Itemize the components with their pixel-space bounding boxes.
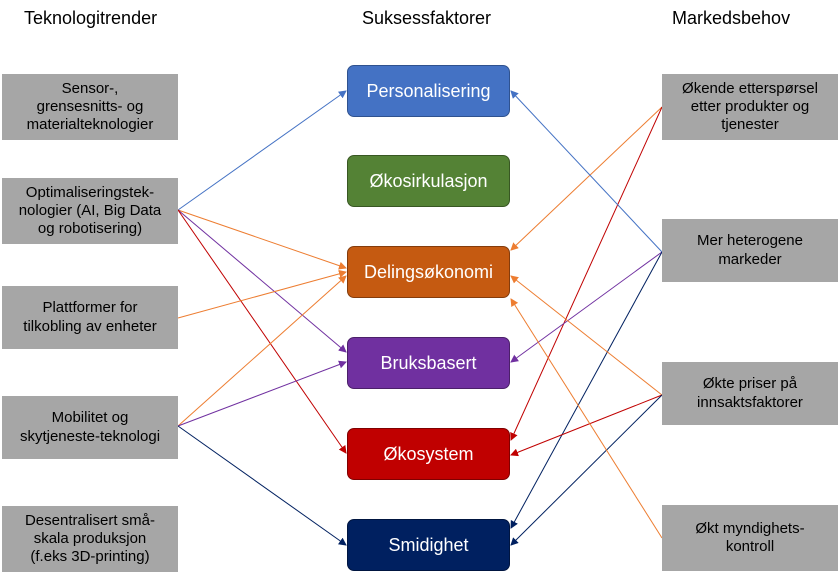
factor-personalisering: Personalisering (347, 65, 510, 117)
factor-delingsokonomi: Delingsøkonomi (347, 246, 510, 298)
need-label: Økte priser på innsaktsfaktorer (697, 375, 803, 411)
factor-label: Personalisering (366, 80, 491, 101)
arrow-optimalisering-okosystem (177, 209, 347, 454)
need-label: Økende etterspørsel etter produkter og t… (682, 79, 818, 134)
trend-label: Optimaliseringstek- nologier (AI, Big Da… (18, 183, 162, 238)
factor-okosirkulasjon: Økosirkulasjon (347, 155, 510, 207)
success-factors-title: Suksessfaktorer (362, 8, 492, 28)
need-increasing-demand: Økende etterspørsel etter produkter og t… (662, 74, 838, 140)
trend-device-platforms: Plattformer for tilkobling av enheter (2, 286, 178, 349)
arrow-priser-delingsokonomi (510, 275, 663, 396)
trend-label: Sensor-, grensesnitts- og materialteknol… (26, 79, 154, 134)
factor-label: Økosirkulasjon (369, 170, 488, 191)
need-label: Mer heterogene markeder (697, 232, 803, 268)
arrow-etterspørsel-delingsokonomi (510, 106, 663, 251)
market-needs-title: Markedsbehov (672, 8, 791, 28)
arrow-priser-smidighet (510, 394, 663, 546)
trend-sensor-technologies: Sensor-, grensesnitts- og materialteknol… (2, 74, 178, 140)
factor-label: Bruksbasert (380, 352, 477, 373)
factor-smidighet: Smidighet (347, 519, 510, 571)
arrow-mobilitet-delingsokonomi (177, 275, 347, 427)
trend-label: Mobilitet og skytjeneste-teknologi (19, 409, 161, 445)
arrow-optimalisering-bruksbasert (177, 209, 347, 353)
arrow-etterspørsel-okosystem (510, 106, 663, 441)
arrow-optimalisering-delingsokonomi (177, 209, 347, 270)
trend-label: Plattformer for tilkobling av enheter (23, 299, 157, 335)
arrow-priser-okosystem (510, 394, 663, 457)
arrow-plattformer-delingsokonomi (177, 269, 347, 319)
need-label: Økt myndighets- kontroll (695, 519, 805, 555)
factor-label: Smidighet (388, 534, 469, 555)
trend-mobility-cloud: Mobilitet og skytjeneste-teknologi (2, 396, 178, 459)
need-rising-input-prices: Økte priser på innsaktsfaktorer (662, 362, 838, 425)
technology-trends-title: Teknologitrender (24, 8, 158, 28)
trend-label: Desentralisert små- skala produksjon (f.… (24, 511, 156, 566)
arrow-heterogene-smidighet (510, 251, 663, 529)
factor-label: Delingsøkonomi (363, 261, 494, 282)
arrow-mobilitet-smidighet (177, 425, 347, 546)
arrow-heterogene-personalisering (510, 90, 663, 253)
factor-okosystem: Økosystem (347, 428, 510, 480)
arrow-mobilitet-bruksbasert (177, 360, 347, 427)
factor-bruksbasert: Bruksbasert (347, 337, 510, 389)
arrow-myndighet-delingsokonomi (510, 298, 663, 539)
trend-optimization-technologies: Optimaliseringstek- nologier (AI, Big Da… (2, 178, 178, 244)
factor-label: Økosystem (383, 443, 474, 464)
arrow-heterogene-bruksbasert (510, 251, 663, 363)
need-heterogeneous-markets: Mer heterogene markeder (662, 219, 838, 282)
need-regulatory-control: Økt myndighets- kontroll (662, 505, 838, 571)
arrow-optimalisering-personalisering (177, 90, 347, 211)
trend-decentralized-production: Desentralisert små- skala produksjon (f.… (2, 506, 178, 572)
